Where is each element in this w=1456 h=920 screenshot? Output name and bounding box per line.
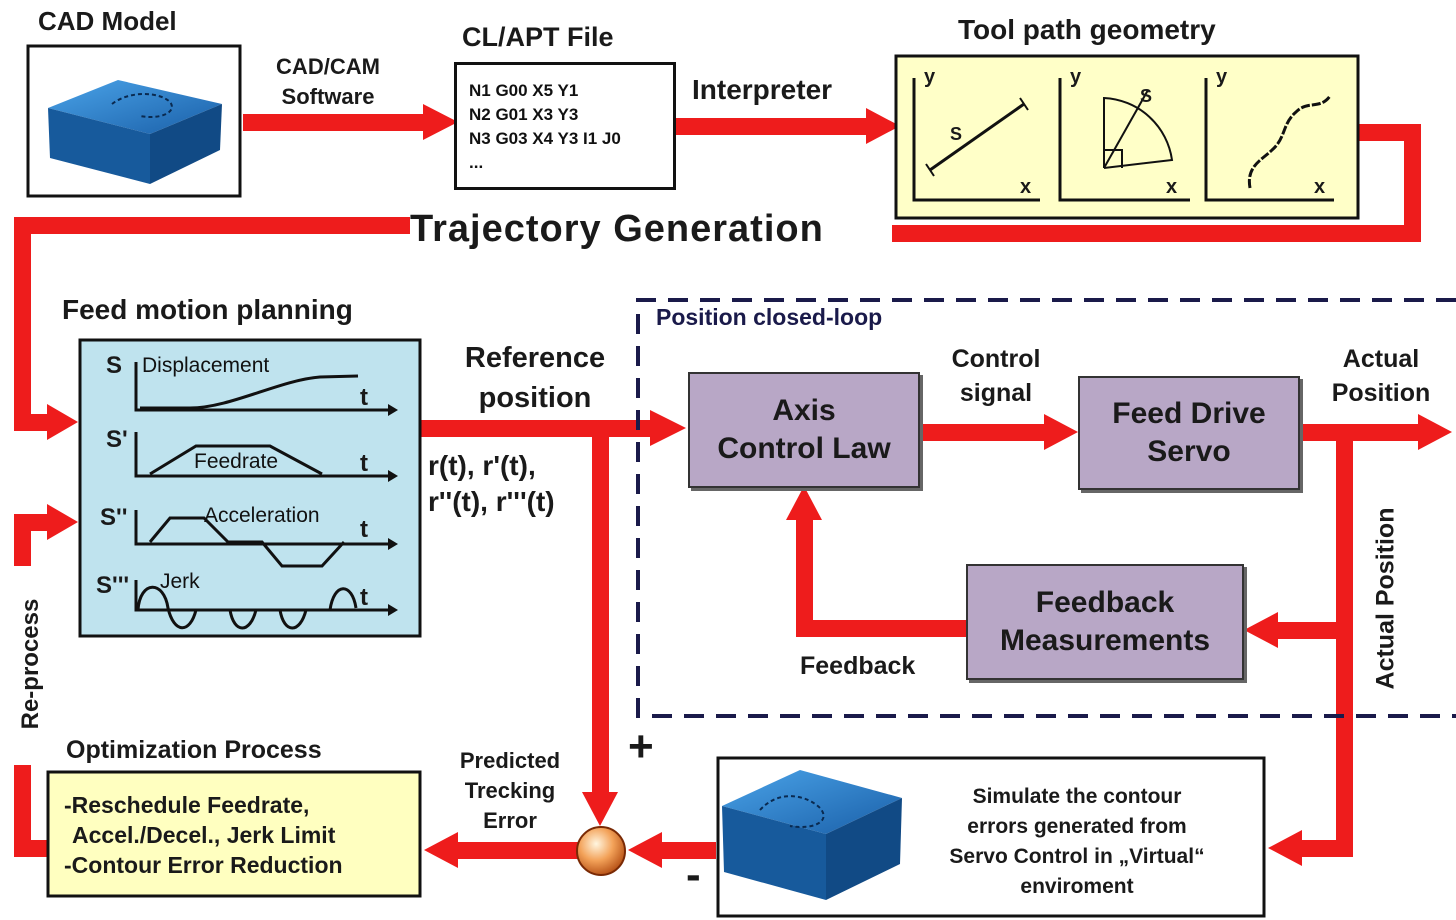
opt-item-3: -Contour Error Reduction: [64, 852, 343, 878]
sim-cube-icon: [722, 770, 902, 900]
control-signal-line2: signal: [959, 379, 1033, 407]
reference-deriv1: r(t), r'(t),: [428, 450, 536, 481]
control-law-line1: Axis: [772, 394, 836, 427]
arrow-toolpath-to-trajectory: [892, 124, 1421, 242]
feed-motion-title: Feed motion planning: [62, 294, 353, 325]
cl-line-1: N1 G00 X5 Y1: [469, 81, 579, 100]
row-4-symbol: S''': [96, 572, 130, 599]
simulate-line3: Servo Control in „Virtual“: [949, 845, 1205, 868]
arrow-trajectory-to-feed-motion: [14, 217, 410, 440]
simulate-text: Simulate the contour errors generated fr…: [902, 782, 1252, 902]
reference-derivs: r(t), r'(t), r''(t), r'''(t): [428, 448, 555, 520]
arrow-cad-to-cl: [243, 104, 458, 140]
cl-file-box: N1 G00 X5 Y1 N2 G01 X3 Y3 N3 G03 X4 Y3 I…: [454, 62, 676, 190]
control-signal-line1: Control: [951, 345, 1041, 373]
optimization-box: [46, 770, 422, 898]
tool-path-plots: [912, 78, 1334, 202]
feed-drive-line2: Servo: [1147, 435, 1231, 468]
tool-path-title: Tool path geometry: [958, 14, 1216, 45]
arrow-cl-to-toolpath: [676, 108, 900, 144]
feed-motion-box: [78, 338, 422, 638]
cad-cam-line2: Software: [281, 84, 375, 109]
actual-position-line2: Position: [1331, 379, 1431, 407]
arrow-servo-to-actual-position: [1300, 414, 1452, 450]
cad-cam-line1: CAD/CAM: [276, 54, 380, 79]
tp2-arc-label: S: [1140, 86, 1153, 106]
row-3-name: Acceleration: [204, 504, 320, 527]
cad-cube-icon: [48, 80, 222, 184]
arrow-actual-position-down: [1268, 424, 1353, 866]
control-law-line2: Control Law: [717, 432, 891, 465]
optimization-items: -Reschedule Feedrate, Accel./Decel., Jer…: [64, 790, 343, 880]
opt-item-2: Accel./Decel., Jerk Limit: [72, 822, 336, 848]
tp1-axis-y: y: [924, 66, 936, 88]
cl-file-title: CL/APT File: [462, 22, 614, 52]
arrow-to-feedback-measurements: [1244, 612, 1353, 648]
reprocess-label: Re-process: [17, 598, 44, 730]
closed-loop-frame: [636, 298, 1456, 718]
feed-motion-arrowheads: [388, 404, 398, 616]
closed-loop-title: Position closed-loop: [656, 304, 883, 330]
predicted-line3: Error: [483, 808, 537, 833]
arrow-reference-down-to-sum: [582, 420, 618, 826]
feed-drive-box: Feed Drive Servo: [1078, 376, 1300, 490]
arrow-sum-to-optimization: [424, 832, 578, 868]
actual-position-vertical: Actual Position: [1371, 507, 1400, 690]
predicted-label: Predicted Trecking Error: [440, 746, 580, 836]
simulate-line4: enviroment: [1020, 875, 1134, 898]
minus-sign: -: [686, 850, 701, 899]
row-4-t: t: [360, 584, 368, 611]
cl-line-2: N2 G01 X3 Y3: [469, 105, 579, 124]
tp3-axis-x: x: [1314, 176, 1326, 198]
tp3-axis-y: y: [1216, 66, 1228, 88]
control-law-box: Axis Control Law: [688, 372, 920, 488]
actual-position-line1: Actual: [1342, 345, 1420, 373]
plus-sign: +: [628, 722, 654, 771]
feedback-meas-line1: Feedback: [1035, 586, 1175, 619]
tp2-axis-y: y: [1070, 66, 1082, 88]
row-1-name: Displacement: [142, 354, 270, 377]
trajectory-label: Trajectory Generation: [410, 208, 824, 250]
cad-cam-label: CAD/CAM Software: [256, 52, 400, 112]
tp2-axis-x: x: [1166, 176, 1178, 198]
reference-line2: position: [478, 382, 592, 414]
optimization-title: Optimization Process: [66, 736, 322, 764]
feedback-meas-line2: Measurements: [999, 624, 1211, 657]
row-2-symbol: S': [106, 426, 128, 453]
row-2-t: t: [360, 450, 368, 477]
arrow-reprocess: [14, 504, 78, 857]
cad-model-title: CAD Model: [38, 6, 177, 36]
row-1-symbol: S: [106, 352, 123, 379]
predicted-line1: Predicted: [459, 748, 561, 773]
cl-line-3: N3 G03 X4 Y3 I1 J0: [469, 129, 621, 148]
cl-line-4: ...: [469, 153, 484, 172]
feed-drive-line1: Feed Drive: [1112, 397, 1266, 430]
simulate-line2: errors generated from: [967, 815, 1187, 838]
arrow-simulation-to-sum: [628, 832, 716, 868]
reference-line1: Reference: [464, 342, 606, 374]
row-1-t: t: [360, 384, 368, 411]
feedback-label: Feedback: [800, 652, 916, 680]
tp1-arc-label: S: [950, 124, 963, 144]
row-2-name: Feedrate: [194, 450, 279, 473]
row-3-symbol: S'': [100, 504, 128, 531]
predicted-line2: Trecking: [464, 778, 556, 803]
row-3-t: t: [360, 516, 368, 543]
simulate-line1: Simulate the contour: [972, 785, 1182, 808]
tp1-axis-x: x: [1020, 176, 1032, 198]
interpreter-label: Interpreter: [692, 74, 833, 105]
actual-position-label: Actual Position: [1310, 342, 1452, 410]
tool-path-box: [894, 54, 1360, 220]
arrow-feedback-to-control-law: [786, 486, 966, 637]
reference-deriv2: r''(t), r'''(t): [428, 486, 555, 517]
opt-item-1: -Reschedule Feedrate,: [64, 792, 310, 818]
arrow-control-law-to-servo: [920, 414, 1078, 450]
row-4-name: Jerk: [160, 570, 200, 593]
summing-junction: [576, 826, 626, 876]
control-signal-label: Control signal: [930, 342, 1062, 410]
feed-motion-graphs: [134, 362, 388, 630]
reference-label: Reference position: [440, 338, 630, 418]
feedback-measurements-box: Feedback Measurements: [966, 564, 1244, 680]
